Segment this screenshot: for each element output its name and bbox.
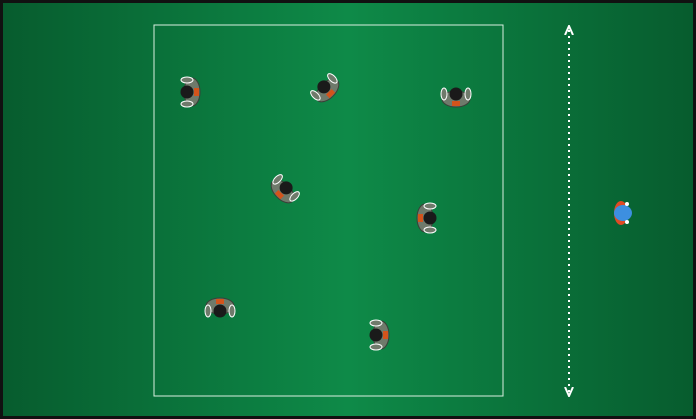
player-arm — [370, 320, 382, 326]
player-head — [450, 88, 463, 101]
jersey-accent — [418, 214, 423, 222]
jersey-accent — [383, 331, 388, 339]
player-hand — [625, 202, 629, 206]
defender-player — [417, 203, 437, 233]
player-arm — [205, 305, 211, 317]
player-hand — [625, 220, 629, 224]
player-arm — [424, 227, 436, 233]
defender-player — [370, 320, 390, 350]
defender-player — [441, 88, 471, 108]
defender-player — [205, 298, 235, 318]
player-head — [370, 329, 383, 342]
player-arm — [441, 88, 447, 100]
player-arm — [181, 77, 193, 83]
player-head — [214, 305, 227, 318]
player-arm — [370, 344, 382, 350]
jersey-accent — [452, 101, 460, 106]
player-arm — [181, 101, 193, 107]
player-head — [614, 205, 632, 221]
player-arm — [424, 203, 436, 209]
player-head — [424, 212, 437, 225]
defender-player — [181, 77, 201, 107]
player-head — [181, 86, 194, 99]
grass-field — [3, 3, 693, 416]
player-arm — [229, 305, 235, 317]
jersey-accent — [216, 299, 224, 304]
player-arm — [465, 88, 471, 100]
jersey-accent — [194, 88, 199, 96]
